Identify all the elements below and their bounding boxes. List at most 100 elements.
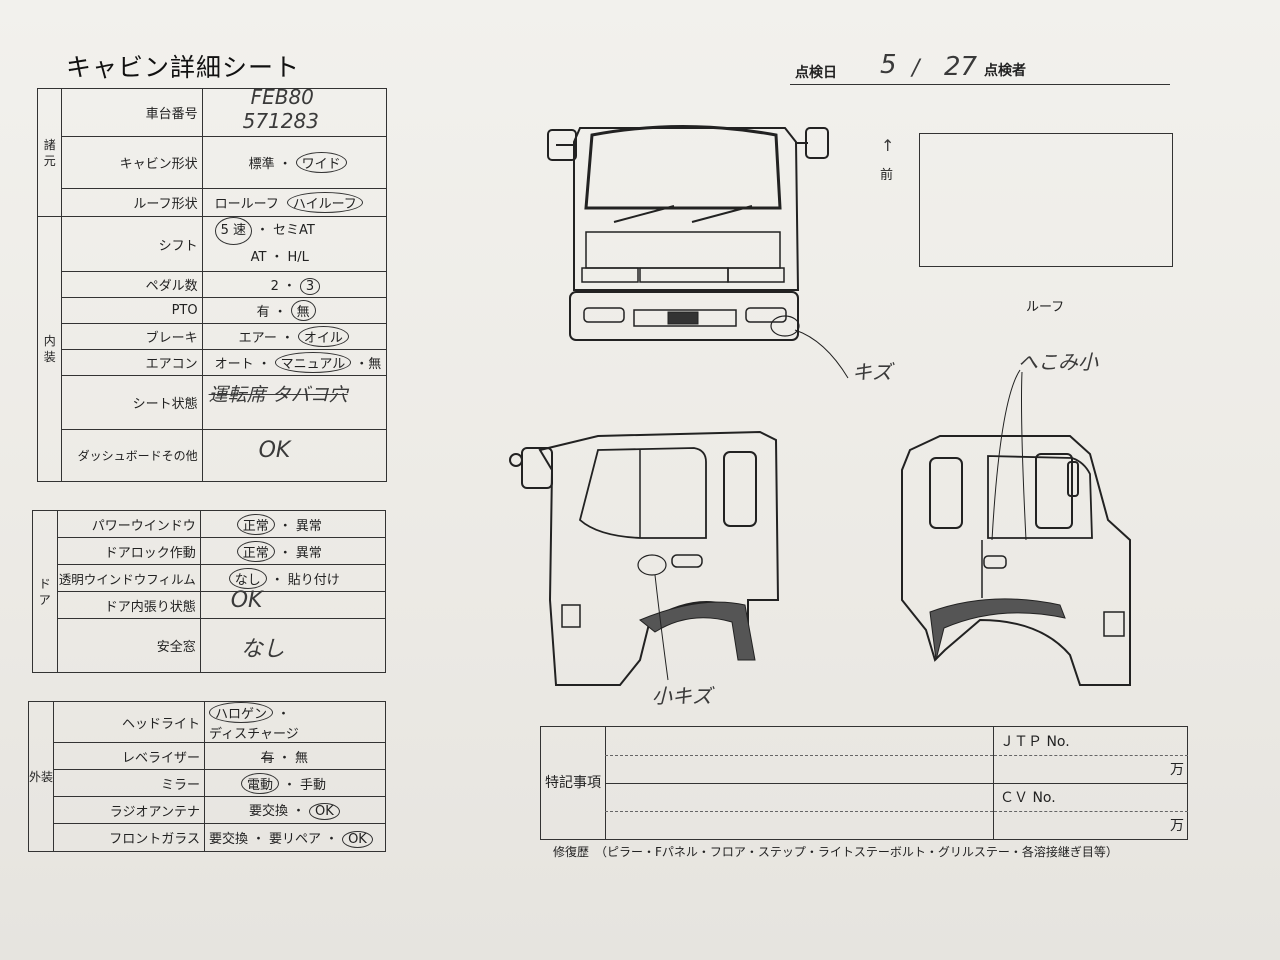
shift-opt-at: AT [250,250,267,265]
note-small-scratch: 小キズ [652,684,712,708]
note-scratch: キズ [852,360,892,384]
leveler-value: 有・無 [204,742,386,770]
headlight-opt-discharge: ディスチャージ [209,727,299,742]
chassis-number: 571283 [242,109,319,133]
chassis-label: 車台番号 [61,88,203,137]
pto-value: 有・無 [201,297,388,324]
mirror-value: 電動・手動 [204,769,386,797]
headlight-value: ハロゲン・ディスチャージ [204,701,386,743]
cv-number-label: ＣＶ No. [1000,790,1056,806]
cv-unit: 万 [1170,818,1184,834]
roof-label: ルーフ [1026,300,1065,315]
remarks-line-2 [605,783,993,784]
ac-label: エアコン [61,349,203,376]
header-underline [790,84,1170,85]
shift-speed: 速 [233,223,247,238]
leveler-opt-no: 無 [295,750,309,766]
safety-window-value: なし [199,618,387,673]
cabin-left-side-view [509,430,780,686]
ac-opt-manual: マニュアル [274,352,352,373]
pedal-opt-2: 2 [270,278,279,294]
windshield-value: 要交換・要リペア・OK [204,823,386,852]
ac-opt-none: 無 [368,357,382,372]
antenna-opt-ok: OK [309,803,340,820]
pedal-opt-3: 3 [299,277,321,295]
brake-value: エアー・オイル [201,323,388,350]
seat-note: 運転席 タバコ穴 [208,384,348,406]
power-window-value: 正常・異常 [199,510,387,538]
roof-box [919,133,1173,267]
front-label: 前 [880,168,894,183]
leveler-opt-yes: 有 [261,750,275,766]
remarks-line-1 [605,755,993,756]
pto-opt-yes: 有 [256,305,270,320]
film-opt-none: なし [228,567,267,589]
film-value: なし・貼り付け [199,564,387,592]
mirror-opt-electric: 電動 [241,772,280,794]
door-trim-note: OK [230,588,263,613]
cabin-opt-standard: 標準 [248,157,275,172]
interior-section-label: 内装 [36,216,63,482]
jtp-number-label: ＪＴＰ No. [1000,734,1070,750]
pto-opt-no: 無 [290,300,316,321]
pedal-value: 2・3 [201,271,388,298]
exterior-section-label: 外装 [28,701,54,852]
cabin-opt-wide: ワイド [295,152,347,173]
ac-value: オート・マニュアル・無 [201,349,388,376]
remarks-line-3 [605,811,993,812]
chassis-model: FEB80 [250,85,314,109]
repair-history-note: 修復歴 （ピラー・Fパネル・フロア・ステップ・ライトステーボルト・グリルステー・… [553,845,1118,859]
spec-interior-table: 諸元 車台番号 FEB80 571283 キャビン形状 標準・ワイド ルーフ形状… [36,85,388,482]
jtp-divider [994,755,1188,756]
spec-section-label: 諸元 [36,88,63,217]
dashboard-note: OK [258,438,291,463]
glass-opt-ok: OK [342,830,373,848]
lock-opt-normal: 正常 [236,540,275,562]
ac-opt-auto: オート [214,357,254,372]
leveler-label: レベライザー [53,742,205,770]
roof-type-label: ルーフ形状 [61,188,203,217]
note-small-dent: へこみ小 [1018,350,1098,374]
cabin-front-view [547,125,849,379]
radio-antenna-label: ラジオアンテナ [53,796,205,824]
brake-label: ブレーキ [61,323,203,350]
chassis-value: FEB80 571283 [201,85,388,137]
pw-opt-abnormal: 異常 [295,518,322,534]
shift-value: 5 速・セミAT AT・H/L [201,216,388,272]
pw-opt-normal: 正常 [236,513,275,535]
pto-label: PTO [61,297,203,324]
inspector-label: 点検者 [984,63,1026,79]
cabin-right-side-view [901,369,1131,686]
seat-label: シート状態 [61,375,203,430]
front-arrow: ↑ [881,136,895,155]
windshield-label: フロントガラス [53,823,205,852]
glass-opt-repair: 要リペア [269,831,322,847]
shift-opt-semiat: セミAT [273,223,315,238]
date-slash: / [912,56,920,81]
roof-type-value: ロールーフハイルーフ [201,188,388,217]
shift-label: シフト [61,216,203,272]
remarks-numbers: ＪＴＰ No. 万 ＣＶ No. 万 [993,727,1188,839]
remarks-label: 特記事項 [541,727,606,839]
inspection-date-label: 点検日 [795,65,837,81]
shift-opt-hl: H/L [287,250,309,265]
lock-opt-abnormal: 異常 [295,545,322,561]
cabin-type-value: 標準・ワイド [201,136,388,189]
dashboard-value: OK [201,429,388,482]
antenna-opt-replace: 要交換 [249,804,289,819]
inspection-day: 27 [944,52,978,82]
sheet-title: キャビン詳細シート [66,53,301,82]
door-table: ドア パワーウインドウ 正常・異常 ドアロック作動 正常・異常 透明ウインドウフ… [32,510,387,673]
cv-line [994,811,1188,812]
dashboard-label: ダッシュボードその他 [61,429,203,482]
remarks-box: 特記事項 ＪＴＰ No. 万 ＣＶ No. 万 [540,726,1188,840]
glass-opt-replace: 要交換 [209,831,249,847]
shift-num: 5 [220,223,229,238]
jtp-unit: 万 [1170,762,1184,778]
cv-divider [994,783,1188,784]
cabin-type-label: キャビン形状 [61,136,203,189]
brake-opt-oil: オイル [297,326,349,347]
mirror-opt-manual: 手動 [300,777,327,793]
